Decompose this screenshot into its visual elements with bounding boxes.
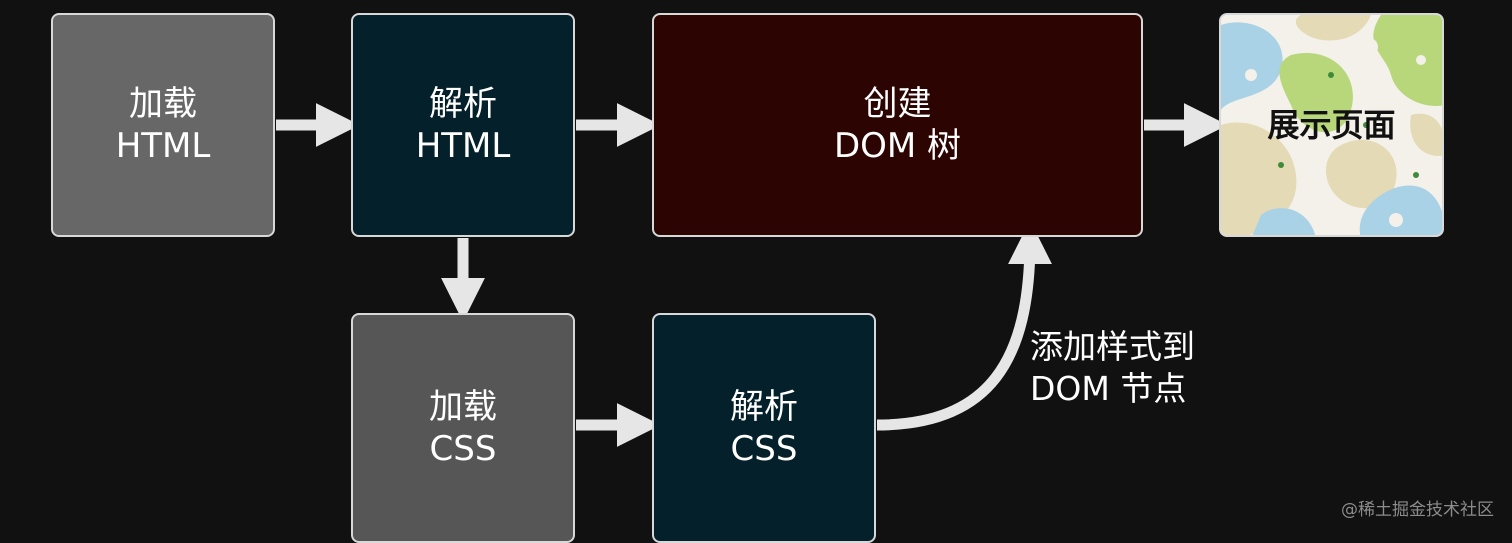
watermark: @稀土掘金技术社区 xyxy=(1341,500,1494,520)
render-page-label: 展示页面 xyxy=(1267,106,1396,144)
load-html-line1: 加载 xyxy=(129,84,197,124)
apply-styles-line2: DOM 节点 xyxy=(1030,369,1187,408)
parse-html-line1: 解析 xyxy=(429,84,497,124)
load-html-node: 加载 HTML xyxy=(51,13,275,237)
load-css-node: 加载 CSS xyxy=(351,313,575,543)
parse-css-line1: 解析 xyxy=(730,387,798,427)
load-html-line2: HTML xyxy=(115,126,211,166)
create-dom-line2: DOM 树 xyxy=(833,126,962,166)
render-page-node: 展示页面 xyxy=(1219,13,1444,237)
apply-styles-label: 添加样式到 DOM 节点 xyxy=(1030,326,1195,410)
parse-html-line2: HTML xyxy=(415,126,511,166)
arrow-parse-css-to-create-dom xyxy=(876,220,1052,431)
parse-html-node: 解析 HTML xyxy=(351,13,575,237)
create-dom-node: 创建 DOM 树 xyxy=(652,13,1143,237)
parse-css-node: 解析 CSS xyxy=(652,313,876,543)
load-css-line2: CSS xyxy=(429,429,497,469)
page-illustration xyxy=(1221,15,1442,235)
load-css-line1: 加载 xyxy=(429,387,497,427)
create-dom-line1: 创建 xyxy=(863,84,932,124)
parse-css-line2: CSS xyxy=(730,429,798,469)
apply-styles-line1: 添加样式到 xyxy=(1030,327,1195,366)
